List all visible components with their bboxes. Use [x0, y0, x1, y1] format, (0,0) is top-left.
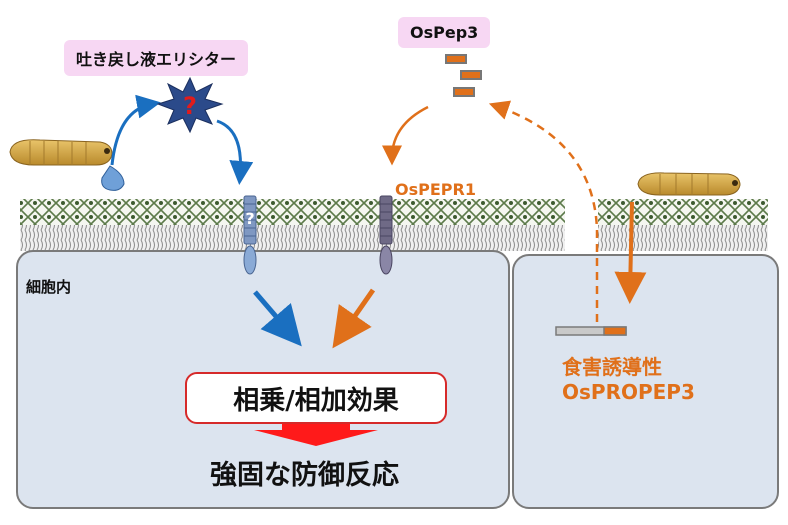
- defense-label: 強固な防御反応: [210, 460, 399, 491]
- peptide-label-text: OsPep3: [410, 23, 479, 42]
- cell-right: [512, 254, 779, 509]
- peptide-label: OsPep3: [398, 17, 491, 48]
- arrow-peptide-to-receptor: [382, 105, 429, 166]
- red-arrow-down: [254, 424, 378, 446]
- precursor-bar: [555, 326, 627, 336]
- arrow-herbivory-induction: [614, 201, 647, 304]
- spiky-star-icon: ?: [156, 76, 224, 134]
- receptor-label: OsPEPR1: [395, 180, 476, 199]
- intracellular-label: 細胞内: [26, 278, 72, 296]
- receptor-icon: [379, 195, 393, 275]
- caterpillar-icon: [637, 172, 741, 196]
- arrow-drop-to-elicitor: [110, 94, 161, 166]
- membrane-right: [598, 199, 768, 251]
- gene-label-line2: OsPROPEP3: [562, 380, 695, 404]
- unknown-receptor-mark: ?: [245, 209, 254, 228]
- synergy-box: 相乗/相加効果: [185, 372, 447, 424]
- drop-icon: [101, 165, 125, 191]
- receptor-icon: ?: [243, 195, 257, 275]
- arrow-blue-signal: [253, 290, 302, 347]
- arrow-orange-signal: [332, 288, 376, 349]
- unknown-mark: ?: [183, 92, 197, 120]
- synergy-text: 相乗/相加効果: [233, 385, 399, 416]
- arrow-precursor-to-peptide: [488, 100, 599, 322]
- arrow-elicitor-to-receptor: [216, 119, 254, 185]
- elicitor-label: 吐き戻し液エリシター: [64, 40, 249, 76]
- gene-label-line1: 食害誘導性: [562, 355, 662, 379]
- membrane-left: [20, 199, 565, 251]
- peptide-fragments: [445, 54, 482, 97]
- elicitor-label-text: 吐き戻し液エリシター: [76, 50, 237, 69]
- caterpillar-icon: [9, 139, 113, 166]
